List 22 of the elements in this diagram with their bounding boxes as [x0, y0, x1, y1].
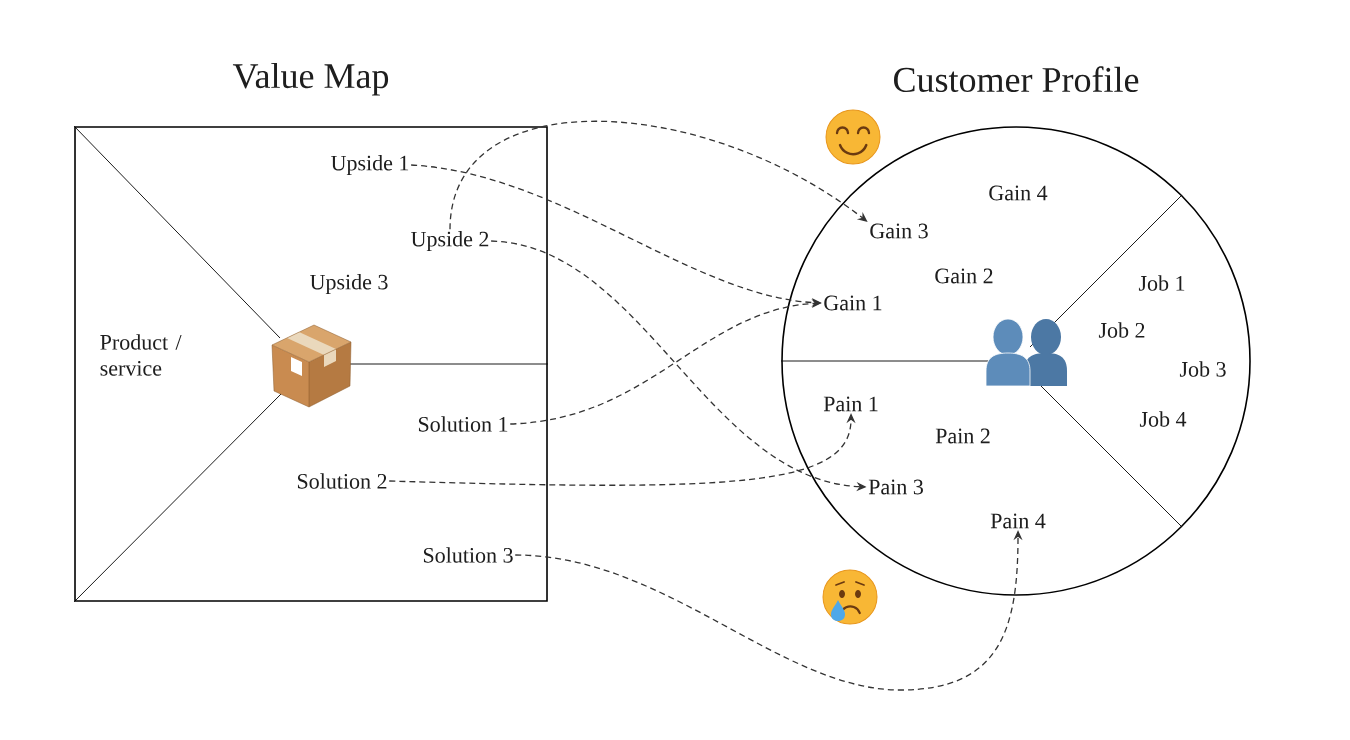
text-label: Pain 2 [935, 428, 990, 444]
text-label: Gain 1 [824, 295, 882, 311]
text-label: Pain 3 [868, 479, 923, 495]
dashed-arrow [449, 120, 868, 230]
text-label: Solution 2 [297, 473, 387, 489]
text-label: Gain 4 [989, 185, 1048, 201]
text-label: Solution 1 [418, 416, 508, 432]
text-label: Product / service [100, 334, 182, 376]
text-label: Job 4 [1139, 411, 1187, 427]
heading: Value Map [232, 62, 389, 96]
text-label: Job 2 [1098, 322, 1145, 338]
heading: Customer Profile [894, 66, 1139, 93]
text-label: Pain 1 [823, 396, 878, 412]
text-label: Solution 3 [423, 547, 513, 563]
text-label: Upside 2 [411, 231, 489, 251]
text-label: Gain 3 [870, 223, 928, 239]
text-label: Gain 2 [935, 268, 993, 284]
text-label: Pain 4 [990, 513, 1046, 529]
text-label: Job 3 [1179, 361, 1226, 377]
text-label: Upside 1 [331, 155, 409, 175]
text-label: Job 1 [1138, 275, 1185, 291]
text-label: Upside 3 [310, 274, 388, 294]
